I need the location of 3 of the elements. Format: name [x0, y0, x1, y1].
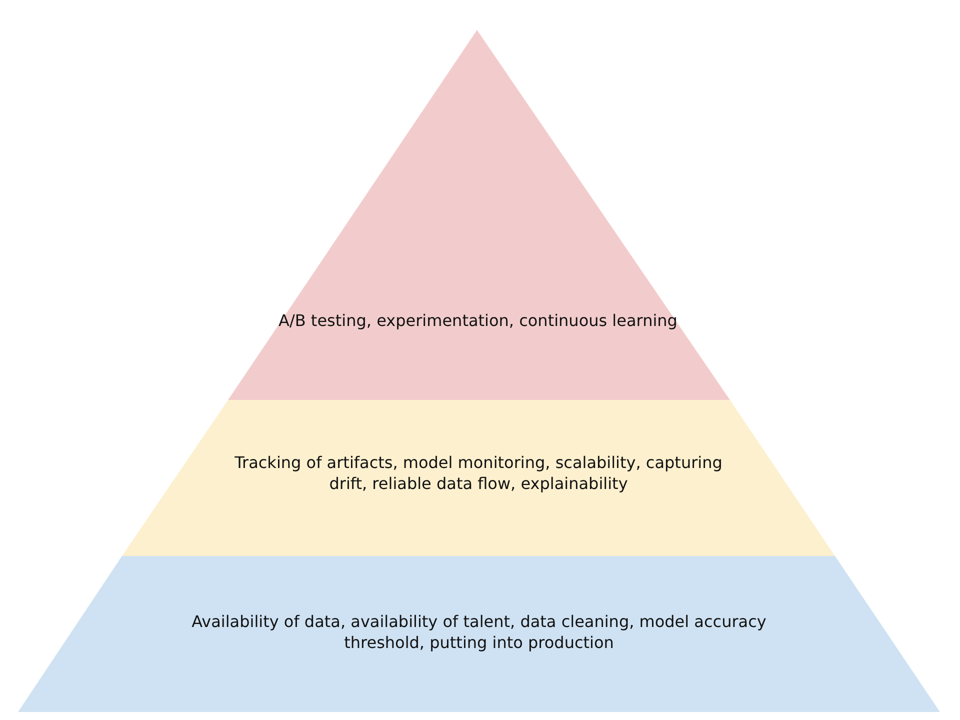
tier-text: Availability of data, availability of talent, data cleaning, model accuracy threshold, putting into production	[190, 611, 768, 653]
tier-text: A/B testing, experimentation, continuous learning	[278, 310, 678, 331]
tier-text: Tracking of artifacts, model monitoring, scalability, capturing drift, reliable data flow, explainability	[234, 452, 724, 494]
